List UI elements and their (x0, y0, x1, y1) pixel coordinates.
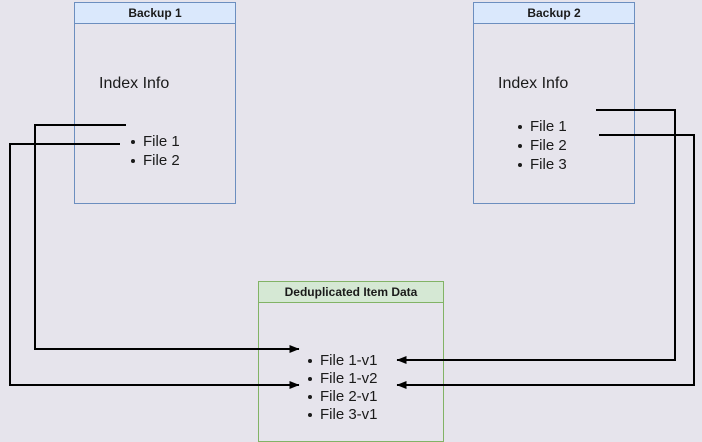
dedup-file-list: File 1-v1 File 1-v2 File 2-v1 File 3-v1 (306, 352, 378, 424)
list-item[interactable]: File 2 (516, 136, 567, 155)
list-item[interactable]: File 1 (129, 132, 180, 151)
node-deduplicated-item-data-body: File 1-v1 File 1-v2 File 2-v1 File 3-v1 (258, 303, 444, 442)
node-backup-1-body: Index Info File 1 File 2 (74, 24, 236, 204)
list-item[interactable]: File 1-v1 (306, 352, 378, 370)
backup-1-file-list: File 1 File 2 (129, 132, 180, 170)
list-item[interactable]: File 1-v2 (306, 370, 378, 388)
list-item[interactable]: File 3-v1 (306, 406, 378, 424)
backup-2-index-info-label: Index Info (498, 75, 569, 92)
list-item[interactable]: File 1 (516, 117, 567, 136)
list-item[interactable]: File 2 (129, 151, 180, 170)
backup-1-index-info-label: Index Info (99, 75, 170, 92)
backup-2-file-list: File 1 File 2 File 3 (516, 117, 567, 174)
node-backup-2-title: Backup 2 (473, 2, 635, 24)
node-backup-2-body: Index Info File 1 File 2 File 3 (473, 24, 635, 204)
node-backup-2[interactable]: Backup 2 Index Info File 1 File 2 File 3 (473, 2, 635, 204)
node-deduplicated-item-data[interactable]: Deduplicated Item Data File 1-v1 File 1-… (258, 281, 444, 442)
node-backup-1[interactable]: Backup 1 Index Info File 1 File 2 (74, 2, 236, 204)
list-item[interactable]: File 2-v1 (306, 388, 378, 406)
list-item[interactable]: File 3 (516, 155, 567, 174)
node-deduplicated-item-data-title: Deduplicated Item Data (258, 281, 444, 303)
node-backup-1-title: Backup 1 (74, 2, 236, 24)
